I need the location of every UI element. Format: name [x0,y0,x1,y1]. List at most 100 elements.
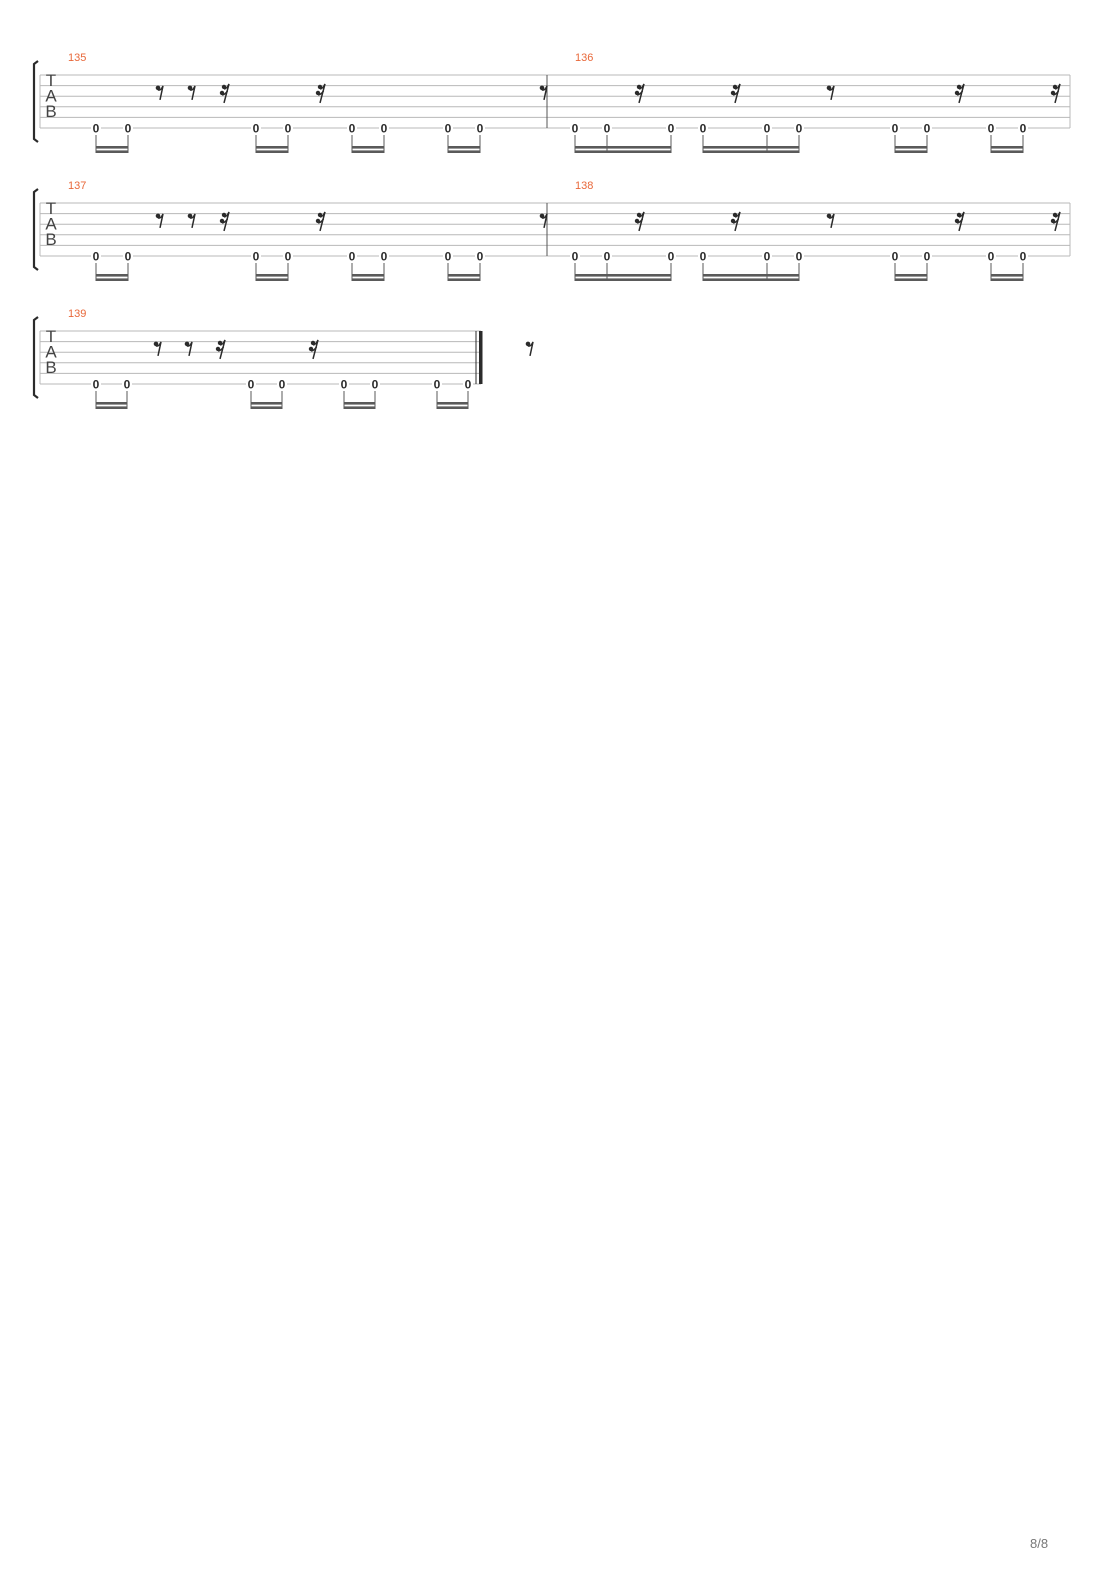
beam [437,402,468,405]
sixteenth-rest [1050,211,1061,232]
fret-backdrop [890,250,900,262]
fret-backdrop [794,250,804,262]
fret-backdrop [986,250,996,262]
fret-backdrop [794,122,804,134]
tab-clef-letter: B [45,102,56,121]
fret-number: 0 [253,250,260,264]
fret-number: 0 [1020,122,1027,136]
beam [256,150,288,153]
fret-backdrop [432,378,442,390]
fret-backdrop [570,250,580,262]
sixteenth-rest [730,83,741,104]
fret-number: 0 [604,250,611,264]
beam [256,146,288,149]
fret-backdrop [91,250,101,262]
beam [895,274,927,277]
eighth-rest [826,85,835,101]
sixteenth-rest [1050,83,1061,104]
sixteenth-rest [219,211,230,232]
fret-number: 0 [796,122,803,136]
fret-number: 0 [372,378,379,392]
fret-number: 0 [124,378,131,392]
fret-number: 0 [125,250,132,264]
beam [991,278,1023,281]
fret-number: 0 [572,250,579,264]
fret-backdrop [379,122,389,134]
fret-backdrop [123,250,133,262]
fret-number: 0 [445,122,452,136]
eighth-rest [187,85,196,101]
sixteenth-rest [219,83,230,104]
eighth-rest [525,341,534,357]
fret-backdrop [91,122,101,134]
eighth-rest [187,213,196,229]
beam [256,278,288,281]
fret-number: 0 [279,378,286,392]
tab-clef-letter: A [45,343,57,362]
fret-backdrop [602,250,612,262]
beam [703,278,799,281]
measure-number: 138 [575,180,593,192]
fret-backdrop [443,250,453,262]
beam [96,402,127,405]
beam [703,146,799,149]
fret-backdrop [602,122,612,134]
system-bracket [32,316,39,399]
beam [352,150,384,153]
fret-backdrop [283,122,293,134]
fret-backdrop [922,122,932,134]
fret-backdrop [666,250,676,262]
fret-number: 0 [349,122,356,136]
fret-backdrop [123,122,133,134]
fret-backdrop [283,250,293,262]
beam [895,278,927,281]
fret-backdrop [251,122,261,134]
fret-number: 0 [668,122,675,136]
fret-number: 0 [445,250,452,264]
beam [344,406,375,409]
beam [448,146,480,149]
beam [96,146,128,149]
tab-clef-letter: T [46,327,56,346]
system-bracket [32,188,39,271]
fret-backdrop [379,250,389,262]
tab-clef-letter: T [46,199,56,218]
fret-backdrop [890,122,900,134]
fret-number: 0 [253,122,260,136]
fret-number: 0 [477,122,484,136]
eighth-rest [826,213,835,229]
fret-number: 0 [572,122,579,136]
beam [448,274,480,277]
beam [251,402,282,405]
beam [575,146,671,149]
fret-backdrop [570,122,580,134]
sixteenth-rest [315,211,326,232]
beam [448,150,480,153]
eighth-rest [539,85,548,101]
beam [703,274,799,277]
fret-backdrop [347,122,357,134]
beam [352,274,384,277]
fret-number: 0 [604,122,611,136]
beam [991,274,1023,277]
page-number: 8/8 [1030,1536,1049,1551]
eighth-rest [155,213,164,229]
tab-clef-letter: T [46,71,56,90]
beam [96,406,127,409]
fret-number: 0 [465,378,472,392]
fret-backdrop [698,122,708,134]
eighth-rest [153,341,162,357]
beam [575,150,671,153]
eighth-rest [184,341,193,357]
fret-number: 0 [434,378,441,392]
tab-clef-letter: A [45,215,57,234]
fret-number: 0 [988,250,995,264]
fret-backdrop [986,122,996,134]
fret-backdrop [122,378,132,390]
fret-number: 0 [700,122,707,136]
